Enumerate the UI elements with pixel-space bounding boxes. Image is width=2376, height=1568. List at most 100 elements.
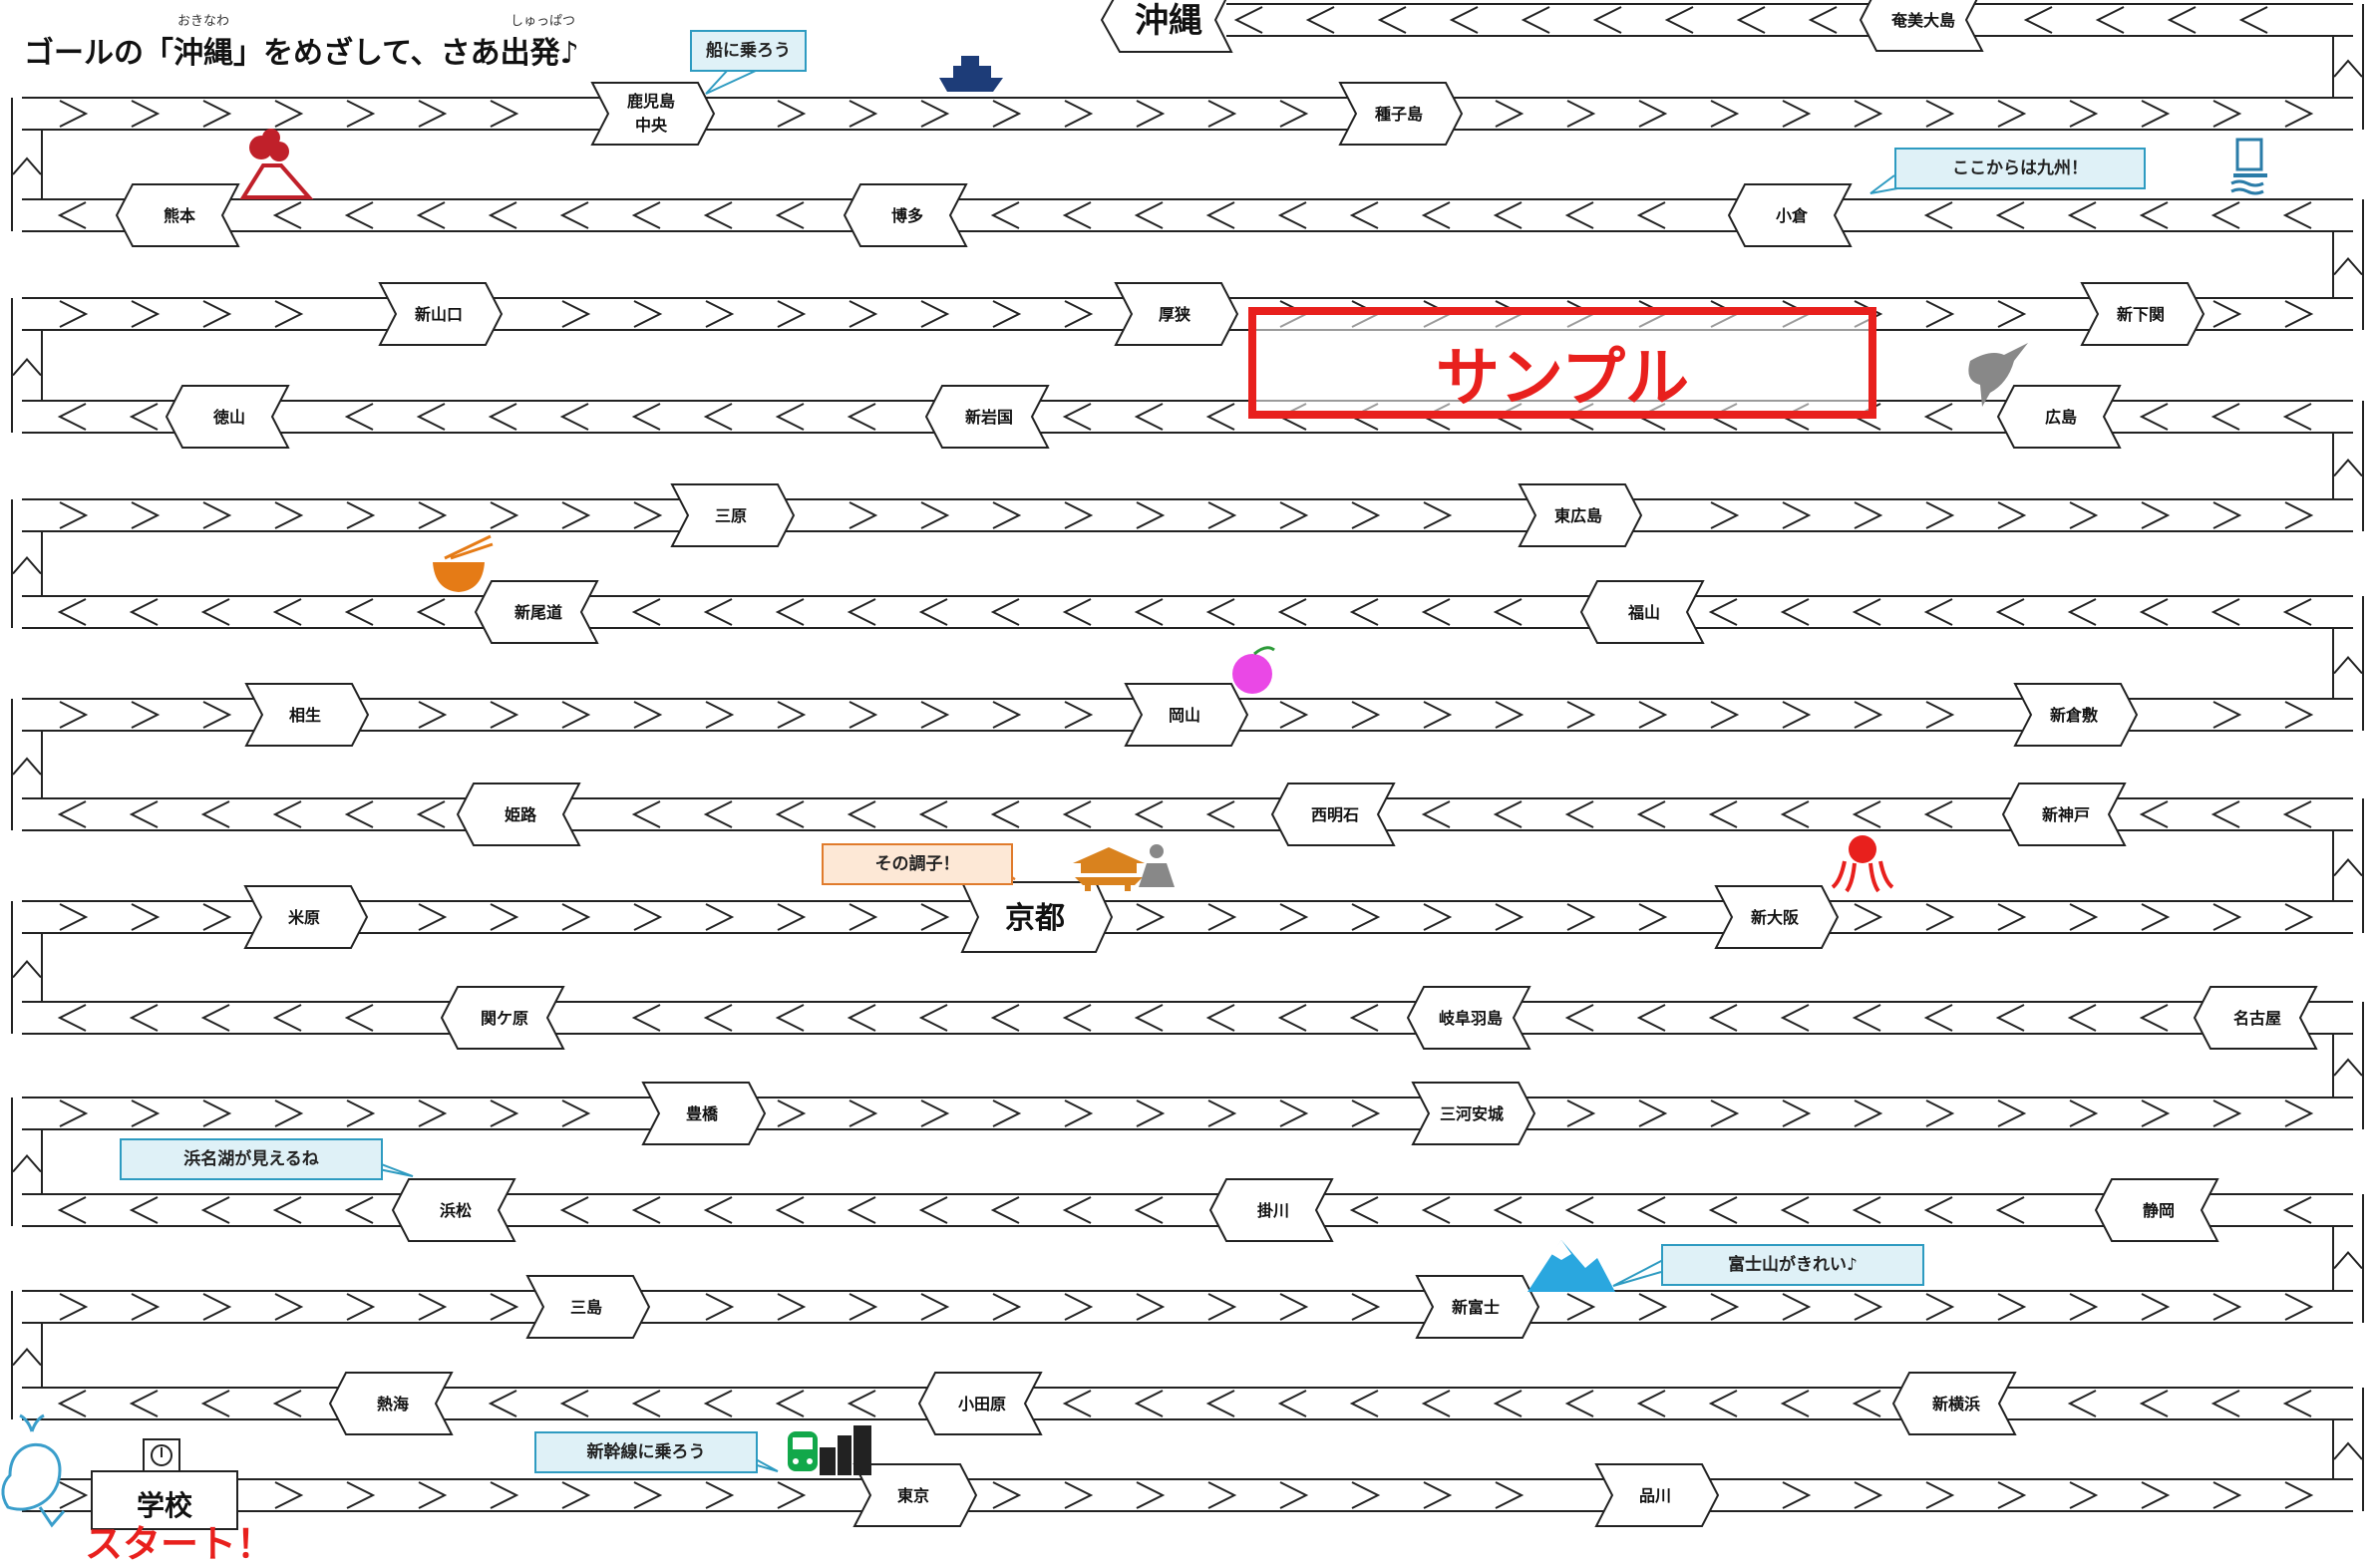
track-arrow <box>777 1293 807 1321</box>
school-start[interactable]: 学校 <box>91 1438 238 1530</box>
station-space[interactable]: 新山口 <box>378 282 504 346</box>
station-name: 小田原 <box>958 1395 1006 1413</box>
station-space[interactable]: 三河安城 <box>1411 1082 1536 1145</box>
track-arrow <box>1997 1099 2027 1127</box>
station-space[interactable]: 新神戸 <box>2001 783 2127 846</box>
station-space[interactable]: 三島 <box>525 1275 651 1339</box>
track-arrow <box>849 903 878 931</box>
station-space[interactable]: 博多 <box>843 183 968 247</box>
station-space[interactable]: 関ケ原 <box>440 986 565 1050</box>
station-space[interactable]: 東京 <box>852 1463 978 1527</box>
track-arrow <box>1064 701 1094 729</box>
track-arrow <box>1062 1196 1092 1224</box>
station-space[interactable]: 東広島 <box>1518 483 1643 547</box>
track-arrow <box>2023 6 2053 34</box>
track-arrow <box>490 1481 519 1509</box>
track-arrow <box>490 1099 519 1127</box>
station-name: 新下関 <box>2117 305 2165 324</box>
track-arrow <box>1136 100 1166 128</box>
track-turn <box>11 499 43 628</box>
track-arrow <box>1423 903 1453 931</box>
station-space[interactable]: 相生 <box>244 683 370 747</box>
station-shape <box>456 783 581 846</box>
station-space[interactable]: 新富士 <box>1415 1275 1540 1339</box>
track-arrow <box>488 201 517 229</box>
station-space[interactable]: 豊橋 <box>641 1082 767 1145</box>
track-row <box>22 1478 2353 1512</box>
track-arrow <box>1923 1004 1953 1032</box>
station-space[interactable]: 品川 <box>1594 1463 1720 1527</box>
station-space[interactable]: 岐阜羽島 <box>1406 986 1531 1050</box>
track-arrow <box>703 1196 733 1224</box>
track-arrow <box>1925 501 1955 529</box>
station-space[interactable]: 掛川 <box>1208 1178 1334 1242</box>
track-arrow <box>129 800 159 828</box>
station-space[interactable]: 西明石 <box>1270 783 1396 846</box>
station-space[interactable]: 熱海 <box>328 1372 454 1435</box>
track-turn <box>2332 1002 2364 1129</box>
station-shape <box>1859 0 1984 52</box>
track-arrow <box>1710 701 1740 729</box>
goal-space[interactable]: 沖縄 <box>1100 0 1233 53</box>
station-space[interactable]: 小田原 <box>917 1372 1043 1435</box>
station-space[interactable]: 三原 <box>670 483 796 547</box>
station-shape <box>244 683 370 747</box>
station-space[interactable]: 岡山 <box>1124 683 1249 747</box>
station-space[interactable]: 徳山 <box>165 385 290 449</box>
station-space[interactable]: 奄美大島 <box>1859 0 1984 52</box>
track-arrow <box>2284 501 2314 529</box>
station-space[interactable]: 新尾道 <box>474 580 599 644</box>
station-space[interactable]: 新倉敷 <box>2013 683 2139 747</box>
bubble-tail <box>705 69 759 95</box>
station-space[interactable]: 広島 <box>1996 385 2122 449</box>
track-arrow <box>705 1481 735 1509</box>
station-space[interactable]: 浜松 <box>391 1178 516 1242</box>
goal-label: 沖縄 <box>1135 1 1202 41</box>
track-arrow <box>1277 1390 1307 1417</box>
track-arrow <box>1279 903 1309 931</box>
station-space[interactable]: 福山 <box>1579 580 1705 644</box>
track-arrow <box>1423 1481 1453 1509</box>
track-arrow <box>2212 701 2242 729</box>
station-shape <box>1714 885 1840 949</box>
station-space[interactable]: 新横浜 <box>1891 1372 2017 1435</box>
track-arrow <box>1134 403 1164 431</box>
track-arrow <box>1995 1004 2025 1032</box>
track-arrow <box>57 1004 87 1032</box>
station-shape <box>1727 183 1853 247</box>
track-arrow <box>2069 100 2099 128</box>
station-space[interactable]: 種子島 <box>1338 82 1464 146</box>
station-space[interactable]: 静岡 <box>2094 1178 2219 1242</box>
track-arrow <box>1854 501 1883 529</box>
track-arrow <box>1493 1390 1523 1417</box>
track-arrow <box>1710 1099 1740 1127</box>
track-arrow <box>705 903 735 931</box>
track-arrow <box>847 403 876 431</box>
track-arrow <box>1134 1390 1164 1417</box>
station-space[interactable]: 名古屋 <box>2193 986 2318 1050</box>
station-space[interactable]: 京都 <box>960 881 1114 953</box>
track-row <box>22 595 2353 629</box>
station-space[interactable]: 新下関 <box>2080 282 2206 346</box>
track-arrow <box>131 1099 161 1127</box>
track-arrow <box>418 701 448 729</box>
volcano-icon <box>239 129 314 199</box>
track-arrow <box>1062 1390 1092 1417</box>
track-arrow <box>2069 1481 2099 1509</box>
station-name: 新倉敷 <box>2050 706 2099 725</box>
track-arrow <box>1136 1293 1166 1321</box>
station-space[interactable]: 新岩国 <box>924 385 1050 449</box>
track-arrow <box>272 1004 302 1032</box>
station-space[interactable]: 厚狭 <box>1114 282 1239 346</box>
station-space[interactable]: 熊本 <box>115 183 240 247</box>
track-arrow <box>274 100 304 128</box>
station-space[interactable]: 姫路 <box>456 783 581 846</box>
station-name: 新尾道 <box>514 603 562 622</box>
track-arrow <box>272 1390 302 1417</box>
track-arrow <box>1279 1481 1309 1509</box>
station-space[interactable]: 小倉 <box>1727 183 1853 247</box>
station-space[interactable]: 新大阪 <box>1714 885 1840 949</box>
track-row <box>22 797 2353 831</box>
station-space[interactable]: 米原 <box>243 885 369 949</box>
